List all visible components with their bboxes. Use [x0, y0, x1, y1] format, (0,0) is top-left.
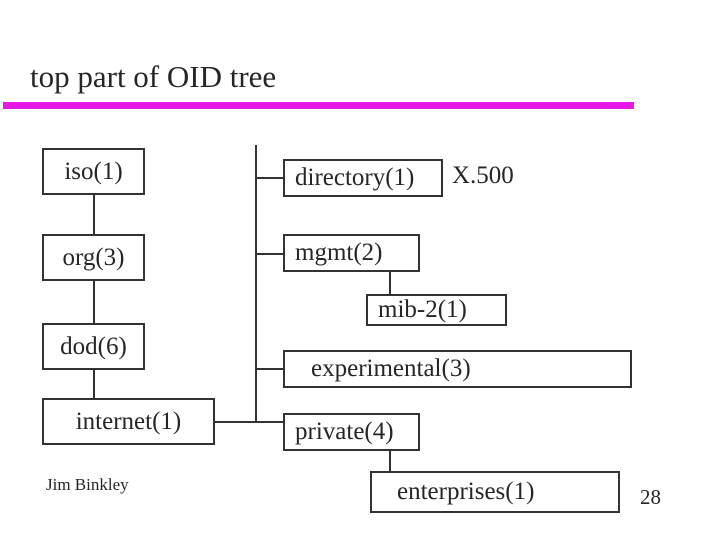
trunk-vertical-line — [255, 145, 257, 423]
node-directory-label: directory(1) — [295, 164, 415, 191]
page-title: top part of OID tree — [30, 59, 277, 94]
node-experimental[interactable]: experimental(3) — [283, 350, 632, 388]
node-org-label: org(3) — [62, 243, 125, 271]
node-mgmt-label: mgmt(2) — [295, 239, 383, 266]
connector-trunk-to-mgmt — [255, 253, 283, 255]
node-dod-label: dod(6) — [60, 332, 127, 360]
node-iso[interactable]: iso(1) — [42, 148, 145, 195]
connector-dod-to-internet — [93, 370, 95, 398]
node-enterprises-label: enterprises(1) — [397, 478, 535, 505]
node-iso-label: iso(1) — [64, 157, 123, 185]
connector-internet-to-trunk — [215, 421, 257, 423]
node-mib2-label: mib-2(1) — [378, 296, 467, 323]
node-directory[interactable]: directory(1) — [283, 159, 443, 197]
title-underline-rule — [3, 102, 634, 109]
connector-mgmt-to-mib2 — [389, 272, 391, 294]
page-number: 28 — [640, 485, 661, 509]
node-dod[interactable]: dod(6) — [42, 323, 145, 370]
connector-trunk-to-directory — [255, 177, 283, 179]
node-enterprises[interactable]: enterprises(1) — [370, 471, 620, 513]
annotation-x500: X.500 — [452, 162, 514, 189]
node-org[interactable]: org(3) — [42, 234, 145, 281]
node-private-label: private(4) — [295, 418, 394, 445]
connector-org-to-dod — [93, 281, 95, 323]
connector-trunk-to-experimental — [255, 368, 283, 370]
node-private[interactable]: private(4) — [283, 413, 420, 451]
author-footer: Jim Binkley — [46, 475, 129, 494]
node-mgmt[interactable]: mgmt(2) — [283, 234, 420, 272]
node-internet-label: internet(1) — [75, 407, 182, 435]
connector-private-to-enterprises — [389, 451, 391, 471]
connector-trunk-to-private — [255, 421, 283, 423]
node-mib2[interactable]: mib-2(1) — [366, 294, 507, 326]
node-experimental-label: experimental(3) — [311, 355, 471, 382]
node-internet[interactable]: internet(1) — [42, 398, 215, 445]
connector-iso-to-org — [93, 195, 95, 234]
